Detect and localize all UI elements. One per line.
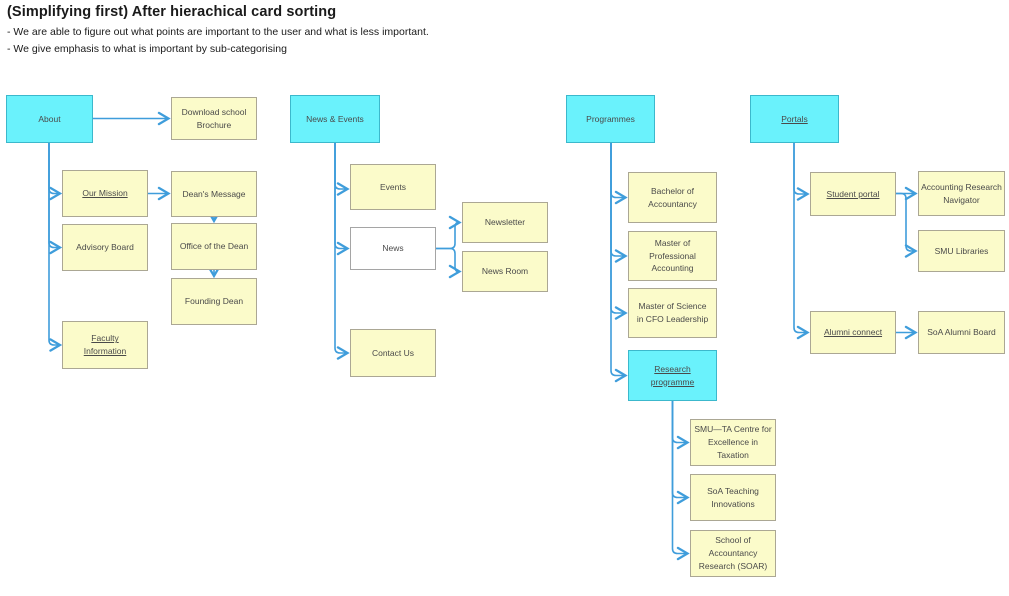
node-about: About — [6, 95, 93, 143]
node-newsletter: Newsletter — [462, 202, 548, 243]
node-school-accountancy-research-soar: School of Accountancy Research (SOAR) — [690, 530, 776, 577]
node-portals: Portals — [750, 95, 839, 143]
connector-about-to-faculty-information — [48, 143, 63, 352]
connector-programmes-to-research-programme — [610, 143, 628, 383]
node-office-of-the-dean: Office of the Dean — [171, 223, 257, 270]
connector-about-to-advisory-board — [48, 143, 63, 255]
node-news: News — [350, 227, 436, 270]
node-accounting-research-navigator: Accounting Research Navigator — [918, 171, 1005, 216]
connector-research-to-soa-teaching — [671, 401, 690, 505]
node-deans-message: Dean's Message — [171, 171, 257, 217]
node-faculty-information: Faculty Information — [62, 321, 148, 369]
connector-news-to-newsletter — [436, 215, 462, 250]
node-news-and-events: News & Events — [290, 95, 380, 143]
node-soa-teaching-innovations: SoA Teaching Innovations — [690, 474, 776, 521]
node-advisory-board: Advisory Board — [62, 224, 148, 271]
bullet-line-2: - We give emphasis to what is important … — [7, 43, 287, 55]
node-alumni-connect: Alumni connect — [810, 311, 896, 354]
connector-portals-to-alumni-connect — [793, 143, 810, 340]
connector-news-events-to-news — [334, 143, 350, 256]
node-research-programme: Research programme — [628, 350, 717, 401]
bullet-line-1: - We are able to figure out what points … — [7, 26, 429, 38]
connector-research-to-smu-ta-centre — [671, 401, 690, 450]
connector-programmes-to-bachelor — [610, 143, 628, 205]
node-news-room: News Room — [462, 251, 548, 292]
node-contact-us: Contact Us — [350, 329, 436, 377]
node-student-portal: Student portal — [810, 172, 896, 216]
connector-about-to-our-mission — [48, 143, 63, 201]
connector-portals-to-student-portal — [793, 143, 810, 201]
connector-student-portal-to-smu-libraries — [896, 192, 918, 258]
node-programmes: Programmes — [566, 95, 655, 143]
connector-news-events-to-contact-us — [334, 143, 350, 360]
page-title: (Simplifying first) After hierachical ca… — [7, 4, 337, 20]
connector-programmes-to-master-cfo — [610, 143, 628, 320]
connector-news-events-to-events — [334, 143, 350, 196]
connector-research-to-soar — [671, 401, 690, 561]
node-master-science-cfo-leadership: Master of Science in CFO Leadership — [628, 288, 717, 338]
node-founding-dean: Founding Dean — [171, 278, 257, 325]
connector-programmes-to-master-professional — [610, 143, 628, 263]
connector-news-to-news-room — [436, 247, 462, 279]
node-events: Events — [350, 164, 436, 210]
node-smu-ta-centre-taxation: SMU—TA Centre for Excellence in Taxation — [690, 419, 776, 466]
node-download-school-brochure: Download school Brochure — [171, 97, 257, 140]
node-soa-alumni-board: SoA Alumni Board — [918, 311, 1005, 354]
node-master-professional-accounting: Master of Professional Accounting — [628, 231, 717, 281]
node-bachelor-of-accountancy: Bachelor of Accountancy — [628, 172, 717, 223]
node-our-mission: Our Mission — [62, 170, 148, 217]
node-smu-libraries: SMU Libraries — [918, 230, 1005, 272]
